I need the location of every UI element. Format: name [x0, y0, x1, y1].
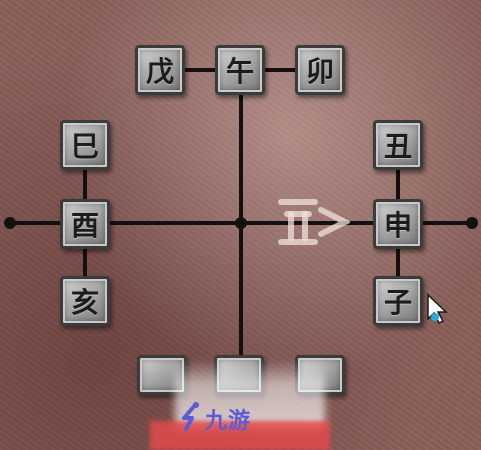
logo-red-band	[150, 421, 330, 450]
tile-label: 巳	[70, 130, 99, 163]
tile-right-middle[interactable]: 申	[373, 199, 423, 249]
tile-top-left[interactable]: 戊	[135, 45, 185, 95]
tile-label: 亥	[70, 286, 99, 319]
right-end-node	[466, 217, 478, 229]
faded-symbol-icon	[278, 199, 350, 245]
tile-label: 卯	[305, 55, 334, 88]
tile-label: 酉	[70, 209, 99, 242]
watermark-blur-overlay	[175, 360, 325, 430]
tile-top-right[interactable]: 卯	[295, 45, 345, 95]
tile-right-top[interactable]: 丑	[373, 120, 423, 170]
tile-left-bottom[interactable]: 亥	[60, 276, 110, 326]
logo-text: 九游	[205, 409, 252, 434]
tile-left-middle[interactable]: 酉	[60, 199, 110, 249]
tile-label: 丑	[383, 130, 412, 163]
mouse-pointer-icon	[427, 293, 448, 325]
tile-top-center[interactable]: 午	[215, 45, 265, 95]
tile-left-top[interactable]: 巳	[60, 120, 110, 170]
left-end-node	[4, 217, 16, 229]
watermark-logo: 九游	[150, 395, 330, 450]
tile-right-bottom[interactable]: 子	[373, 276, 423, 326]
tile-label: 申	[383, 209, 412, 242]
center-node	[235, 217, 247, 229]
tile-label: 午	[225, 55, 254, 88]
tile-label: 戊	[145, 55, 174, 88]
tile-label: 子	[383, 286, 412, 319]
nine-game-logo-icon	[182, 402, 199, 431]
